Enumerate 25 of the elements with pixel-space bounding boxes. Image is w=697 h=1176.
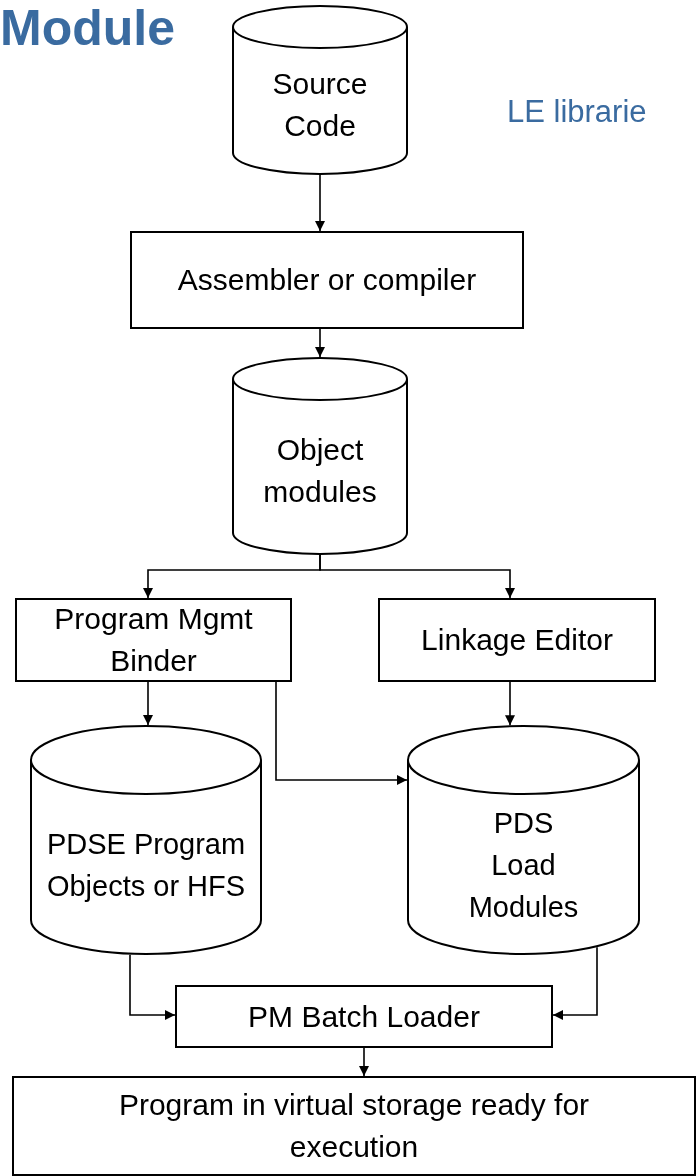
node-text: Assembler or compiler: [177, 262, 477, 298]
arrow: [359, 1047, 369, 1077]
arrow: [552, 946, 598, 1020]
arrow: [505, 681, 515, 727]
node-text: Program in virtual storage ready for execution: [117, 1087, 591, 1165]
process-box: [175, 985, 553, 1048]
arrow: [319, 554, 515, 599]
arrow: [315, 174, 325, 232]
process-box: [378, 598, 656, 682]
arrow: [129, 953, 176, 1020]
arrow: [315, 328, 325, 358]
node-text: Linkage Editor: [421, 622, 613, 658]
arrow: [275, 681, 408, 785]
node-text: PDSE Program Objects or HFS: [45, 826, 247, 904]
node-text: Object modules: [262, 432, 378, 511]
diagram-title: Module: [0, 0, 175, 56]
node-text: PM Batch Loader: [248, 998, 480, 1035]
node-text: Program Mgmt Binder: [53, 601, 254, 679]
process-box: [130, 231, 524, 329]
node-text: Source Code: [271, 66, 369, 145]
process-box: [15, 598, 292, 682]
node-text: PDS Load Modules: [468, 805, 579, 925]
text-label: LE librarie: [507, 94, 647, 130]
process-box: [12, 1076, 696, 1176]
arrow: [143, 681, 153, 726]
